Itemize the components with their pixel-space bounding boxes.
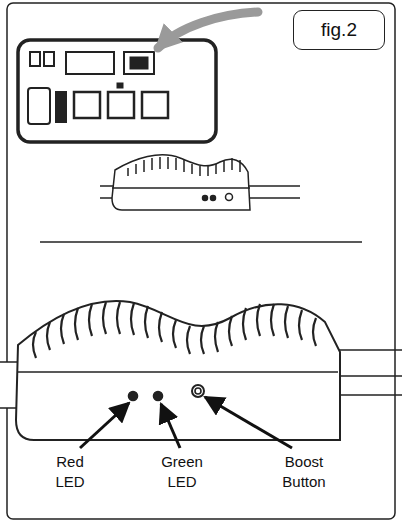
- leader-arrow: [161, 404, 180, 448]
- station-icon: [44, 52, 54, 66]
- charger-ridges: [33, 302, 316, 358]
- station-port-socket: [130, 57, 148, 69]
- figure-frame: [7, 3, 395, 519]
- divider-line: [40, 241, 362, 243]
- left-plug: [0, 362, 18, 408]
- large-charger: [0, 301, 402, 440]
- station-outlet: [108, 92, 134, 118]
- charger-seam: [18, 371, 338, 373]
- insert-arrow: [158, 12, 258, 48]
- green-led: [154, 392, 163, 401]
- station-slot: [56, 92, 66, 122]
- charger-body: [112, 155, 250, 210]
- charger-body: [16, 301, 340, 440]
- red-led: [129, 392, 138, 401]
- led-dot: [211, 196, 216, 201]
- boost-button-center: [195, 388, 201, 394]
- small-charger: [100, 155, 300, 210]
- part-label: Boost Button: [272, 452, 336, 491]
- part-label: Red LED: [40, 452, 100, 491]
- figure-number: fig.2: [321, 19, 357, 41]
- station-icon: [30, 52, 40, 66]
- cable: [330, 349, 402, 351]
- leader-arrow: [205, 397, 292, 448]
- station-port: [124, 52, 154, 74]
- station-switch: [28, 88, 50, 124]
- button-dot: [226, 194, 233, 201]
- leader-arrow: [80, 403, 129, 448]
- station-outlet: [74, 92, 100, 118]
- charger-seam: [112, 187, 250, 189]
- led-dot: [203, 196, 208, 201]
- part-label: Green LED: [150, 452, 214, 491]
- station-display: [66, 52, 114, 74]
- station-body: [18, 40, 216, 142]
- charger-ridges: [128, 157, 240, 176]
- power-station: [18, 40, 216, 142]
- boost-button: [192, 385, 204, 397]
- station-outlet: [142, 92, 168, 118]
- station-indicator: [117, 83, 123, 88]
- figure-tag: fig.2: [293, 10, 385, 50]
